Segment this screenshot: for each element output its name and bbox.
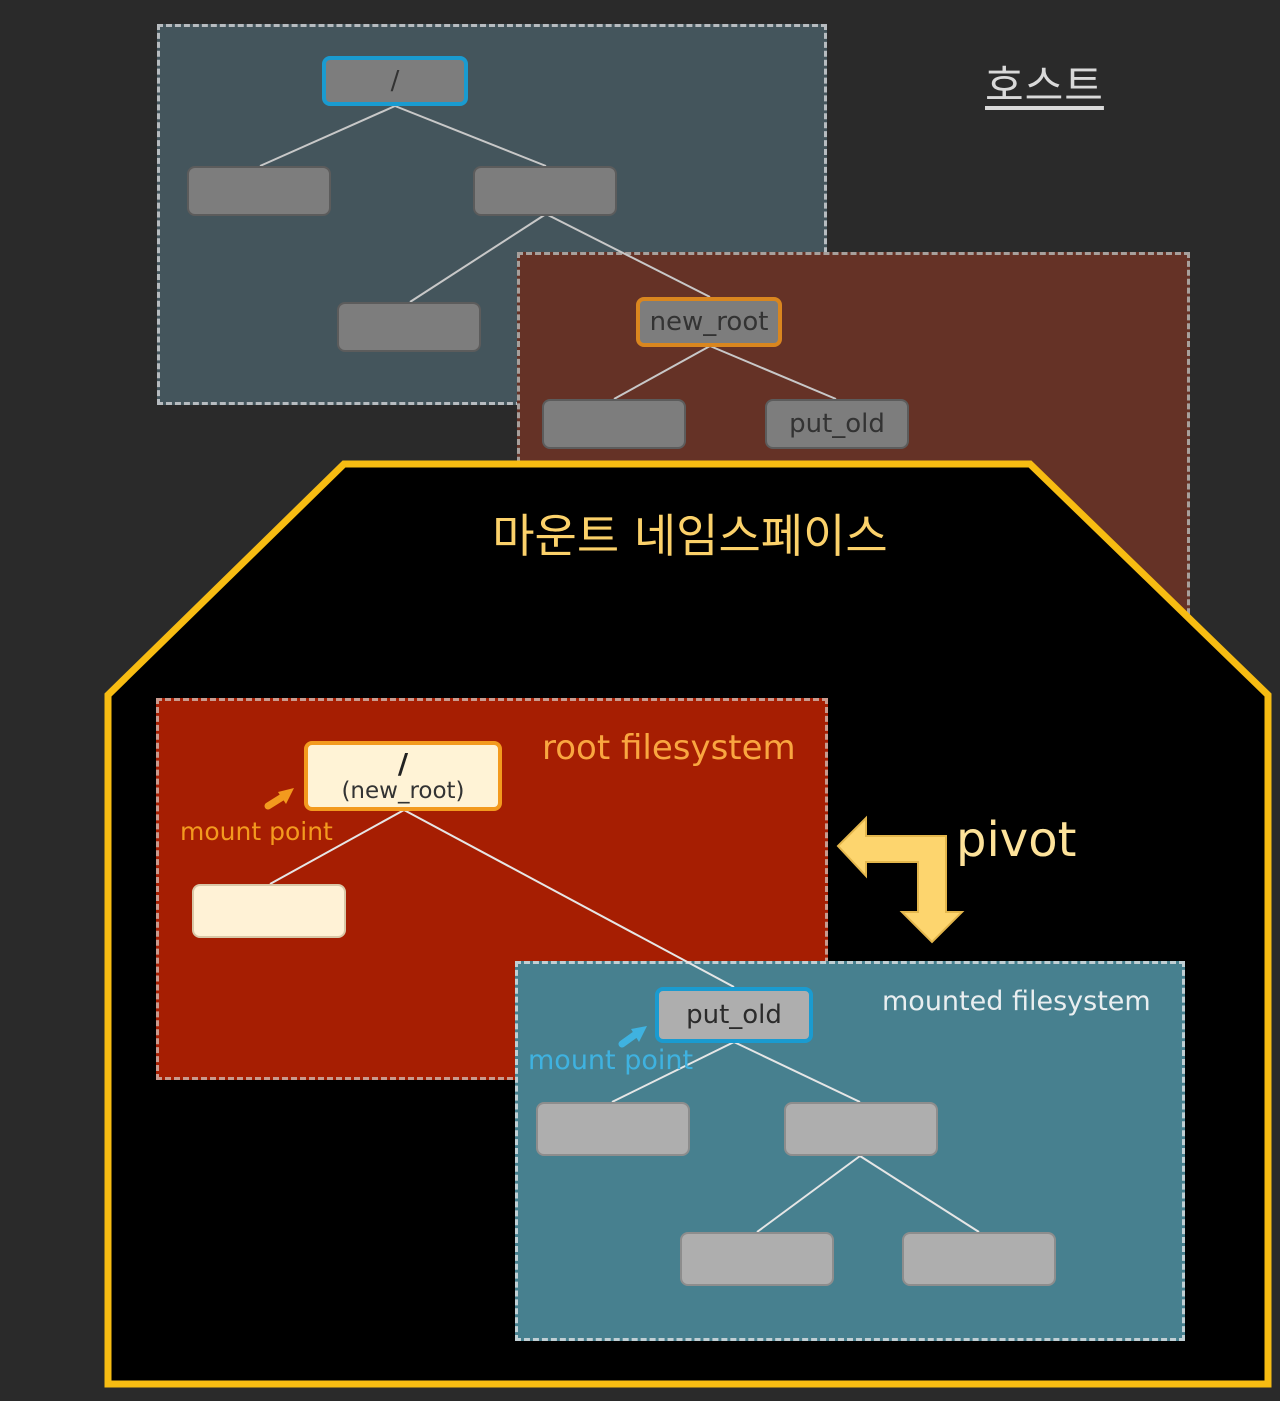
mounted-fs-grandchild-node-right bbox=[902, 1232, 1056, 1286]
mounted-fs-put-old-node: put_old bbox=[655, 987, 813, 1043]
root-fs-root-slash: / bbox=[397, 746, 409, 780]
pivot-arrow-icon bbox=[836, 815, 965, 944]
host-root-label: / bbox=[390, 66, 400, 96]
host-grandchild-node bbox=[337, 302, 481, 352]
host-child-node-left bbox=[187, 166, 331, 216]
root-fs-root-sub: (new_root) bbox=[341, 777, 465, 804]
root-fs-child-node bbox=[192, 884, 346, 938]
host-new-root-child-node bbox=[542, 399, 686, 449]
mounted-fs-child-node-left bbox=[536, 1102, 690, 1156]
mounted-fs-grandchild-node-left bbox=[680, 1232, 834, 1286]
host-label: 호스트 bbox=[985, 61, 1104, 110]
host-put-old-node: put_old bbox=[765, 399, 909, 449]
root-fs-mount-point-label: mount point bbox=[180, 817, 333, 846]
host-root-node: / bbox=[322, 56, 468, 106]
mounted-filesystem-label: mounted filesystem bbox=[882, 986, 1151, 1017]
namespace-title: 마운트 네임스페이스 bbox=[492, 509, 888, 563]
root-filesystem-label: root filesystem bbox=[542, 728, 796, 768]
host-put-old-label: put_old bbox=[789, 409, 885, 439]
mounted-fs-mount-point-label: mount point bbox=[528, 1045, 694, 1076]
host-new-root-label: new_root bbox=[649, 307, 769, 337]
host-new-root-node: new_root bbox=[636, 297, 782, 347]
mounted-fs-put-old-label: put_old bbox=[686, 1000, 782, 1030]
pivot-label: pivot bbox=[956, 812, 1077, 868]
root-fs-root-node: / (new_root) bbox=[304, 741, 502, 811]
host-child-node-right bbox=[473, 166, 617, 216]
mounted-fs-child-node-right bbox=[784, 1102, 938, 1156]
